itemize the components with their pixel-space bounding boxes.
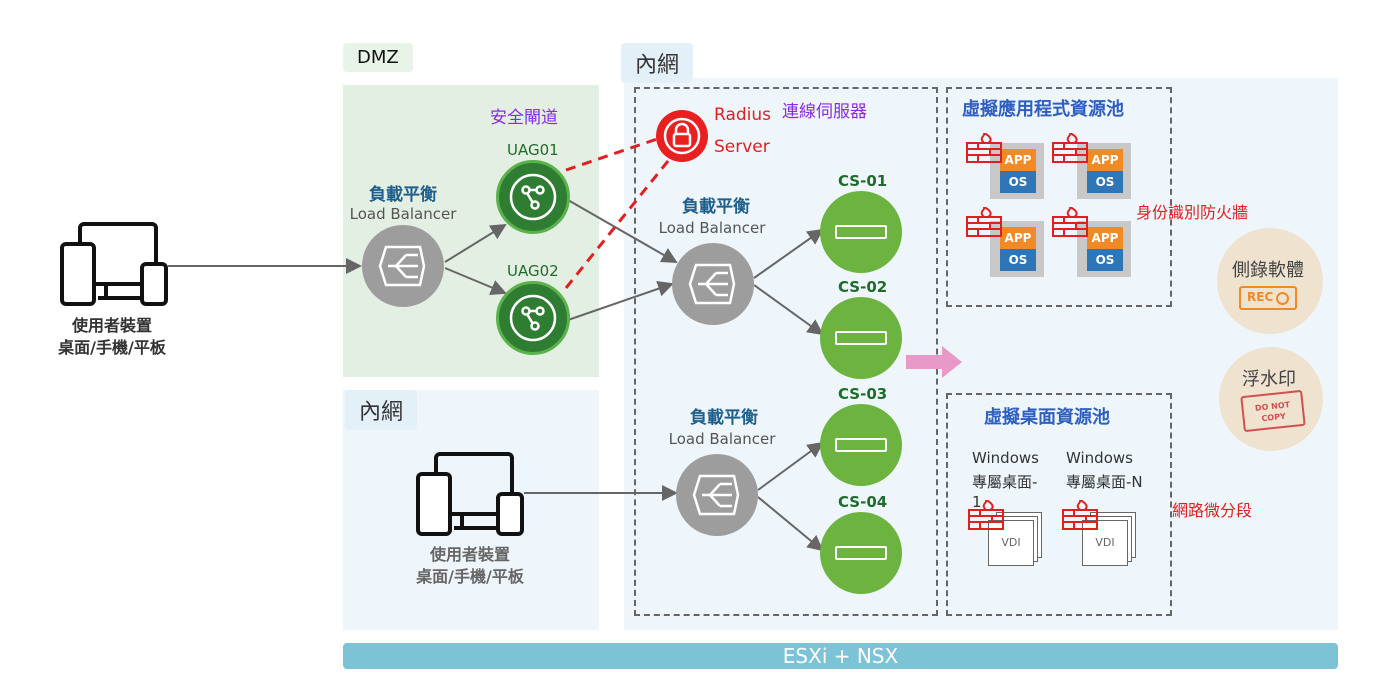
cs03-label: CS-03 bbox=[838, 385, 888, 403]
cs-group-title: 連線伺服器 bbox=[782, 102, 867, 122]
cs04-label: CS-04 bbox=[838, 493, 888, 511]
win-desktop-n-line1: Windows bbox=[1066, 449, 1133, 467]
cs02-label: CS-02 bbox=[838, 278, 888, 296]
uag-icon[interactable] bbox=[496, 281, 570, 355]
firewall-icon bbox=[968, 500, 1004, 530]
radius-line1: Radius bbox=[714, 105, 772, 125]
server-icon[interactable] bbox=[820, 512, 902, 594]
vdi-icon[interactable]: VDI bbox=[988, 512, 1042, 566]
load-balancer-icon bbox=[676, 454, 758, 536]
vdi-icon[interactable]: VDI bbox=[1082, 512, 1136, 566]
desktop-pool-group bbox=[946, 393, 1172, 616]
device-icon bbox=[60, 222, 168, 306]
connection-server-group bbox=[634, 87, 938, 616]
uag-icon[interactable] bbox=[496, 160, 570, 234]
lock-icon bbox=[656, 110, 708, 162]
desktop-pool-title: 虛擬桌面資源池 bbox=[984, 407, 1110, 428]
lb-cs-top-en: Load Balancer bbox=[658, 219, 766, 237]
device-label-top-line2: 桌面/手機/平板 bbox=[58, 338, 166, 357]
device-label-bottom-line2: 桌面/手機/平板 bbox=[416, 567, 524, 586]
win-desktop-1-line1: Windows bbox=[972, 449, 1039, 467]
cs01-label: CS-01 bbox=[838, 172, 888, 190]
firewall-icon bbox=[966, 207, 1002, 237]
app-pool-title: 虛擬應用程式資源池 bbox=[962, 99, 1124, 120]
dmz-tag: DMZ bbox=[343, 43, 413, 72]
firewall-icon bbox=[1052, 207, 1088, 237]
arrow-icon bbox=[906, 346, 962, 378]
recording-circle bbox=[1217, 228, 1323, 334]
gateway-title: 安全閘道 bbox=[490, 108, 558, 128]
rec-text: REC bbox=[1247, 290, 1274, 304]
stamp-icon: DO NOT COPY bbox=[1240, 389, 1306, 433]
micro-segmentation-label: 網路微分段 bbox=[1172, 501, 1253, 520]
server-icon[interactable] bbox=[820, 191, 902, 273]
watermark-circle bbox=[1219, 347, 1323, 451]
lb-cs-top-cn: 負載平衡 bbox=[682, 197, 750, 217]
identity-firewall-label: 身份識別防火牆 bbox=[1136, 203, 1249, 222]
firewall-icon bbox=[1062, 500, 1098, 530]
lb-cs-bottom-cn: 負載平衡 bbox=[690, 408, 758, 428]
firewall-icon bbox=[966, 133, 1002, 163]
lb-dmz-en: Load Balancer bbox=[349, 205, 457, 223]
load-balancer-icon bbox=[672, 243, 754, 325]
lb-dmz-cn: 負載平衡 bbox=[369, 185, 437, 205]
win-desktop-1-line2: 專屬桌面- bbox=[972, 473, 1038, 491]
intranet-bottom-zone bbox=[343, 390, 599, 630]
recording-label: 側錄軟體 bbox=[1232, 260, 1304, 281]
win-desktop-1-line3: 1 bbox=[972, 493, 982, 511]
app-pool-group bbox=[946, 87, 1172, 307]
uag02-label: UAG02 bbox=[507, 262, 559, 280]
win-desktop-n-line2: 專屬桌面-N bbox=[1066, 473, 1143, 491]
uag01-label: UAG01 bbox=[507, 141, 559, 159]
platform-bar: ESXi + NSX bbox=[343, 643, 1338, 669]
server-icon[interactable] bbox=[820, 404, 902, 486]
intranet-main-zone bbox=[624, 78, 1338, 630]
device-label-top-line1: 使用者裝置 bbox=[71, 316, 152, 335]
intranet-top-tag: 內網 bbox=[621, 43, 694, 83]
firewall-icon bbox=[1052, 133, 1088, 163]
lb-cs-bottom-en: Load Balancer bbox=[668, 430, 776, 448]
load-balancer-icon bbox=[362, 225, 444, 307]
rec-icon: REC bbox=[1239, 286, 1297, 310]
watermark-label: 浮水印 bbox=[1242, 369, 1296, 390]
intranet-bottom-tag: 內網 bbox=[345, 390, 418, 430]
server-icon[interactable] bbox=[820, 297, 902, 379]
radius-line2: Server bbox=[714, 137, 770, 157]
device-label-bottom-line1: 使用者裝置 bbox=[429, 545, 510, 564]
device-icon bbox=[416, 452, 524, 536]
